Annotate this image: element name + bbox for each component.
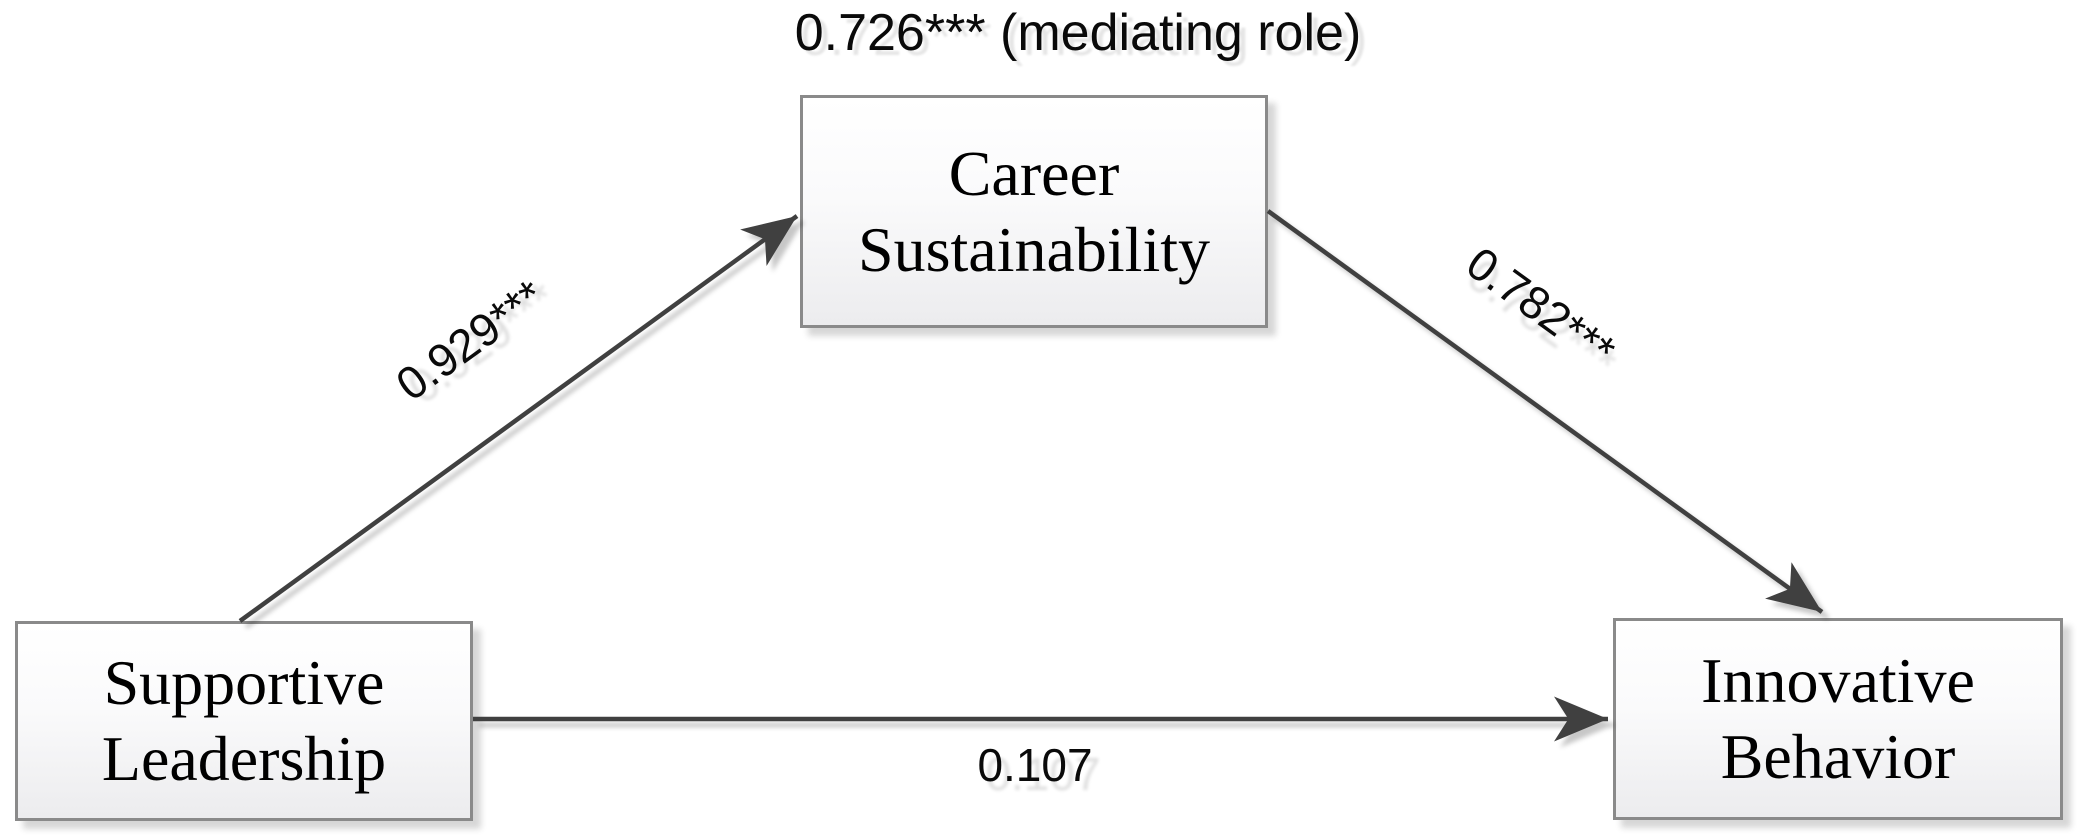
- coefficient-supportive-to-career: 0.929***: [386, 269, 554, 411]
- arrow-career-to-innovative: [1266, 209, 1824, 614]
- node-innovative-behavior-label: Innovative Behavior: [1701, 645, 1975, 792]
- node-career-sustainability: Career Sustainability: [800, 95, 1268, 328]
- coefficient-career-to-innovative: 0.782***: [1457, 236, 1625, 378]
- coefficient-supportive-to-innovative: 0.107: [977, 739, 1093, 791]
- node-career-sustainability-label: Career Sustainability: [858, 137, 1210, 285]
- mediating-effect-annotation: 0.726*** (mediating role): [794, 4, 1362, 62]
- node-innovative-behavior: Innovative Behavior: [1613, 618, 2063, 820]
- node-supportive-leadership: Supportive Leadership: [15, 621, 473, 821]
- node-supportive-leadership-label: Supportive Leadership: [101, 647, 387, 794]
